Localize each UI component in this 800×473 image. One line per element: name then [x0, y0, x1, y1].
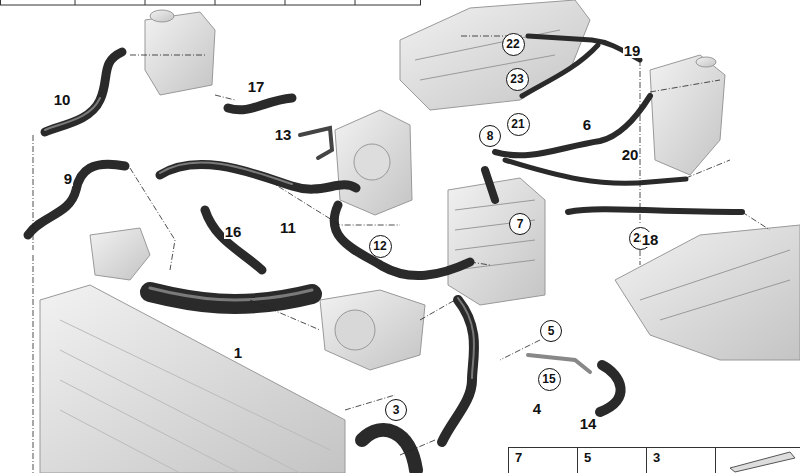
compressor [320, 290, 425, 370]
callout-number: 11 [279, 220, 297, 235]
callout-number: 7 [515, 451, 522, 464]
callout-number: 14 [579, 416, 598, 431]
callout-number: 5 [584, 451, 591, 464]
callout-circle: 3 [385, 399, 407, 421]
callout-number: 3 [653, 451, 660, 464]
water-pump [90, 228, 150, 280]
callout-circle: 15 [538, 368, 561, 391]
callout-number: 19 [623, 43, 642, 58]
callout-number: 13 [274, 127, 293, 142]
callout-number: 7 [517, 218, 524, 230]
callout-number: 16 [224, 224, 243, 239]
callout-circle: 12 [369, 235, 392, 258]
callout-number: 10 [53, 92, 72, 107]
callout-number: 12 [373, 240, 386, 252]
radiator [40, 285, 345, 473]
leader-lines [33, 36, 770, 473]
table-cell [715, 447, 800, 473]
callout-number: 3 [393, 404, 400, 416]
callout-circle: 5 [540, 320, 562, 342]
callout-number: 8 [487, 130, 494, 142]
engine-block [615, 225, 800, 360]
coolant-hoses [28, 36, 742, 470]
callout-circle: 22 [502, 33, 525, 56]
callout-circle: 7 [509, 213, 531, 235]
callout-number: 22 [506, 38, 519, 50]
turbo-module [335, 110, 412, 215]
engine-head [400, 0, 590, 110]
callout-number: 15 [542, 373, 555, 385]
callout-circle: 21 [507, 113, 530, 136]
callout-number: 5 [548, 325, 555, 337]
callout-number: 4 [532, 401, 542, 416]
callout-number: 6 [582, 117, 592, 132]
expansion-tank [650, 55, 725, 175]
callout-number: 1 [233, 345, 243, 360]
callout-number: 17 [247, 79, 266, 94]
callout-number: 18 [641, 232, 660, 247]
table-cell: 3 [646, 447, 716, 473]
parts-table-top [1, 0, 421, 5]
table-cell: 7 [508, 447, 578, 473]
callout-number: 9 [63, 171, 73, 186]
callout-number: 20 [621, 147, 640, 162]
table-cell: 5 [577, 447, 647, 473]
callout-number: 23 [510, 73, 523, 85]
callout-number: 21 [511, 118, 524, 130]
expansion-tank [145, 10, 215, 95]
callout-circle: 23 [506, 68, 529, 91]
callout-circle: 8 [479, 125, 501, 147]
